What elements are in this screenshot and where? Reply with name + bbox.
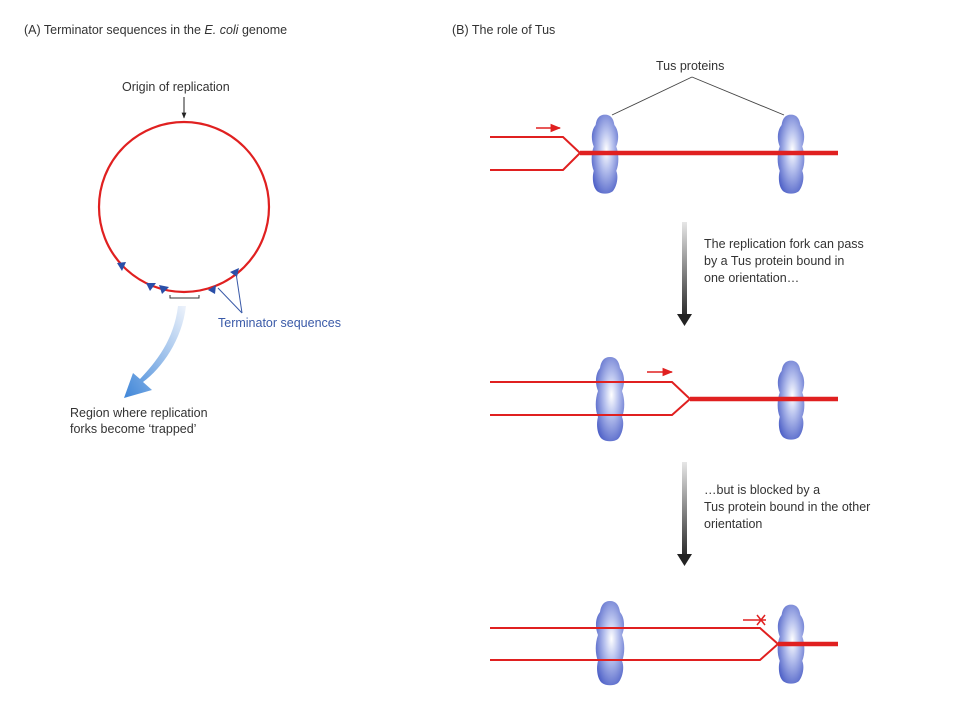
step-arrow-1 bbox=[682, 222, 687, 316]
region-label-line1: Region where replication bbox=[70, 406, 208, 420]
step-arrow-2-head bbox=[677, 554, 692, 566]
trapped-region-arrow bbox=[124, 306, 186, 398]
blocked-x-icon bbox=[756, 614, 766, 626]
terminator-icon bbox=[208, 285, 216, 294]
step2-line1: …but is blocked by a bbox=[704, 483, 820, 497]
terminator-icon bbox=[159, 285, 169, 294]
replication-row-2 bbox=[490, 357, 838, 442]
tus-protein-icon bbox=[595, 601, 625, 686]
terminator-pointer bbox=[235, 272, 243, 314]
step1-line2: by a Tus protein bound in bbox=[704, 254, 844, 268]
tus-pointer-left bbox=[611, 76, 693, 116]
panel-b-title: (B) The role of Tus bbox=[452, 23, 555, 37]
trapped-region-bracket bbox=[169, 295, 200, 299]
genome-circle bbox=[97, 120, 271, 294]
step1-line3: one orientation… bbox=[704, 271, 799, 285]
tus-proteins-label: Tus proteins bbox=[656, 59, 724, 73]
panel-a-title: (A) Terminator sequences in the E. coli … bbox=[24, 23, 287, 37]
replication-row-3 bbox=[490, 601, 838, 686]
replication-row-1 bbox=[490, 114, 838, 194]
step-arrow-2 bbox=[682, 462, 687, 556]
terminator-pointer bbox=[217, 287, 243, 314]
terminator-icon bbox=[117, 262, 126, 271]
region-label-line2: forks become ‘trapped’ bbox=[70, 422, 196, 436]
step2-line3: orientation bbox=[704, 517, 762, 531]
step1-line1: The replication fork can pass bbox=[704, 237, 864, 251]
tus-pointer-right bbox=[691, 76, 785, 116]
tus-protein-icon bbox=[595, 357, 625, 442]
origin-label: Origin of replication bbox=[122, 80, 230, 94]
dna-strand-bottom bbox=[490, 398, 691, 416]
dna-strand-bottom bbox=[490, 152, 581, 171]
terminator-label: Terminator sequences bbox=[218, 316, 341, 330]
dna-strand-bottom bbox=[490, 643, 779, 661]
terminator-icon bbox=[146, 283, 156, 291]
step2-line2: Tus protein bound in the other bbox=[704, 500, 870, 514]
step-arrow-1-head bbox=[677, 314, 692, 326]
